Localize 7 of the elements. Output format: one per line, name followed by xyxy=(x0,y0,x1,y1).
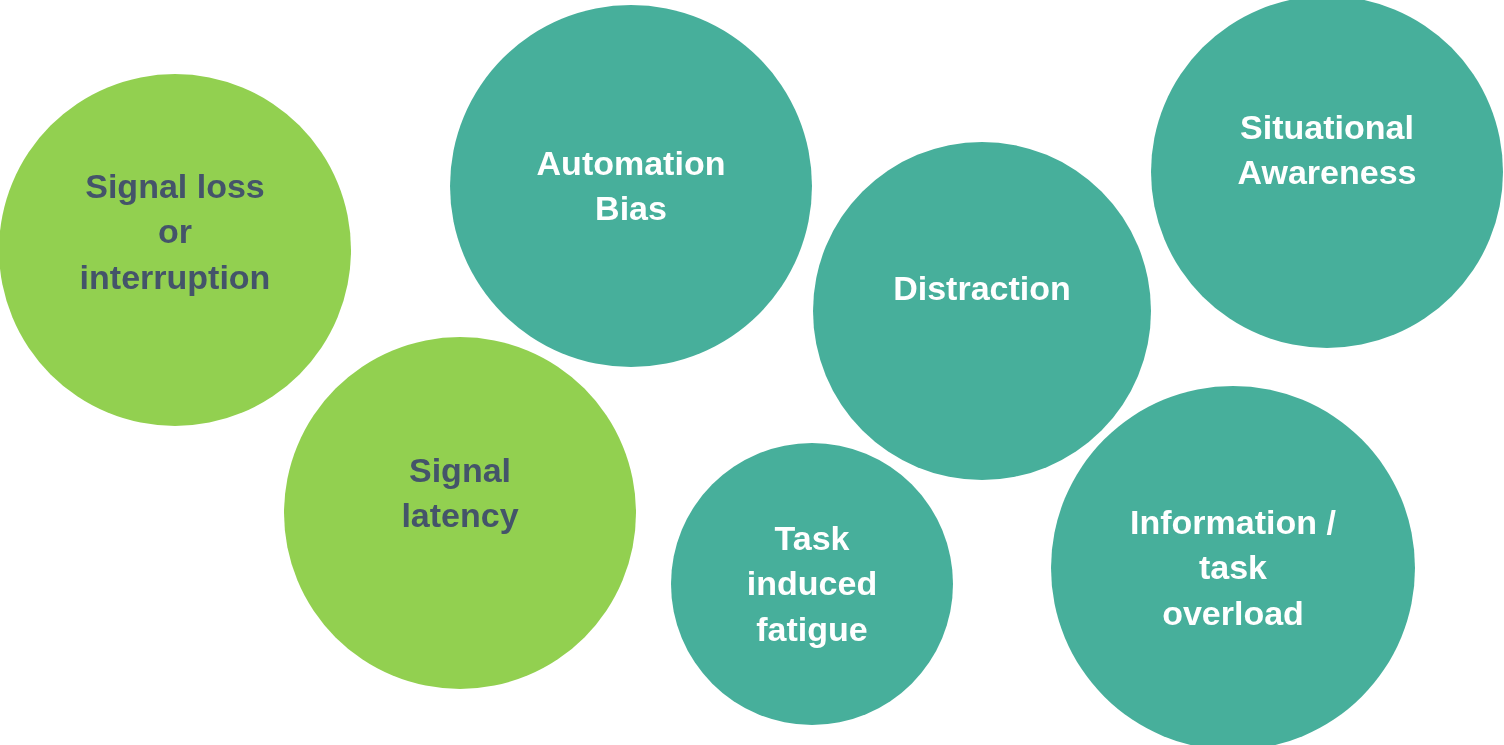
node-label: Signal loss or interruption xyxy=(78,166,272,298)
node-label: Automation Bias xyxy=(535,142,727,229)
node-label: Task induced fatigue xyxy=(745,518,879,650)
node-label: Situational Awareness xyxy=(1236,106,1418,193)
node-label: Distraction xyxy=(892,268,1072,310)
node-label: Signal latency xyxy=(400,449,520,536)
node-label: Information / task overload xyxy=(1129,502,1337,634)
